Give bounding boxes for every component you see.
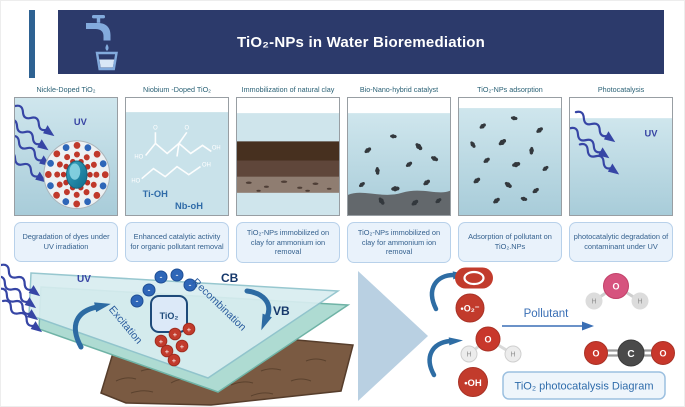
svg-text:O: O (612, 282, 619, 292)
faucet-water-icon (86, 15, 118, 71)
panel-caption: photocatalytic degradation of contaminan… (569, 222, 673, 262)
svg-text:+: + (159, 337, 164, 346)
co2-molecule-icon: O O C (584, 339, 675, 367)
svg-text:O: O (592, 349, 599, 359)
ti-oh-label: Ti-OH (143, 189, 168, 200)
svg-text:+: + (173, 330, 178, 339)
svg-text:•OH: •OH (464, 378, 482, 389)
panel-art-niobium-doped: O O HO OH HO OH Ti-OH Nb-oH (125, 97, 229, 216)
curved-arrow-up-icon (427, 337, 463, 378)
uv-label: UV (645, 128, 659, 139)
svg-text:TiO₂ photocatalysis Diagram: TiO₂ photocatalysis Diagram (515, 381, 654, 393)
svg-text:+: + (172, 356, 177, 365)
svg-text:O: O (659, 349, 666, 359)
page-title: TiO₂-NPs in Water Bioremediation (236, 33, 486, 51)
water-molecule-icon: H H O (585, 273, 649, 310)
svg-text:OH: OH (202, 163, 211, 169)
left-accent-bar (29, 10, 35, 78)
pollutant-label: Pollutant (524, 308, 570, 320)
svg-text:O: O (484, 335, 491, 345)
svg-text:H: H (637, 299, 642, 306)
svg-text:O: O (185, 125, 190, 131)
svg-text:-: - (160, 272, 163, 282)
panel-caption: TiO₂-NPs immobilized on clay for ammoniu… (347, 222, 451, 263)
panel-bio-nano-hybrid: Bio-Nano-hybrid catalyst (347, 85, 451, 263)
clay-layers-icon (237, 141, 339, 193)
svg-text:H: H (466, 352, 471, 359)
svg-text:-: - (136, 296, 139, 306)
svg-text:H: H (510, 352, 515, 359)
panel-title: Niobium -Doped TiO₂ (143, 85, 211, 94)
panel-caption: Enhanced catalytic activity for organic … (125, 222, 229, 262)
panel-tio2-adsorption: TiO₂-NPs adsorption (458, 85, 562, 263)
superoxide-radical-icon: •O₂⁻ (455, 293, 485, 323)
excitation-arrow-icon (73, 302, 111, 350)
panel-art-adsorption (458, 97, 562, 216)
svg-text:-: - (148, 285, 151, 295)
hydroxyl-radical-icon: •OH (458, 367, 488, 397)
holes-icon: + + + + + + (154, 322, 196, 367)
panel-art-photocatalysis: UV (569, 97, 673, 216)
cb-label: CB (221, 271, 239, 285)
svg-text:+: + (180, 342, 185, 351)
doped-nanoparticle-icon (43, 140, 111, 209)
triangle-pointer-icon (358, 271, 428, 401)
panel-caption: TiO₂-NPs immobilized on clay for ammoniu… (236, 222, 340, 263)
method-panels-row: Nickle-Doped TiO₂ UV (14, 85, 673, 263)
panel-title: TiO₂-NPs adsorption (477, 85, 543, 94)
panel-nickel-doped-tio2: Nickle-Doped TiO₂ UV (14, 85, 118, 263)
vb-label: VB (273, 304, 290, 318)
panel-niobium-doped-tio2: Niobium -Doped TiO₂ O O HO (125, 85, 229, 263)
panel-title: Immobilization of natural clay (241, 85, 335, 94)
water-molecule-icon: H H O (460, 326, 522, 363)
panel-art-clay-layers (236, 97, 340, 216)
svg-text:-: - (189, 280, 192, 290)
svg-text:HO: HO (134, 154, 143, 160)
uv-label: UV (74, 117, 88, 128)
svg-text:OH: OH (212, 145, 221, 151)
structure-atom-labels: O O HO OH HO OH (131, 125, 220, 185)
svg-text:C: C (627, 349, 634, 360)
svg-text:O: O (153, 125, 158, 131)
svg-text:TiO₂: TiO₂ (160, 311, 179, 321)
panel-caption: Degradation of dyes under UV irradiation (14, 222, 118, 262)
panel-title: Nickle-Doped TiO₂ (36, 85, 96, 94)
title-banner: TiO₂-NPs in Water Bioremediation (58, 10, 664, 74)
chemical-structure-icon (141, 131, 212, 180)
nb-oh-label: Nb-oH (175, 201, 203, 212)
svg-text:HO: HO (131, 179, 140, 185)
recombination-arrow-icon (244, 288, 272, 331)
svg-text:-: - (176, 270, 179, 280)
oxygen-molecule-icon (455, 267, 493, 289)
sediment-layer-icon (348, 190, 450, 215)
electrons-icon: - - - - - (130, 268, 197, 308)
svg-text:+: + (165, 347, 170, 356)
panel-art-nickel-doped: UV (14, 97, 118, 216)
diagram-caption-box: TiO₂ photocatalysis Diagram (502, 371, 666, 400)
pollutant-arrow-icon (502, 321, 594, 331)
photocatalysis-reaction-diagram: •O₂⁻ Pollutant H H O H H O (358, 267, 675, 401)
panel-art-hybrid-catalyst (347, 97, 451, 216)
panel-title: Bio-Nano-hybrid catalyst (359, 85, 439, 94)
band-excitation-diagram: UV - - - - - TiO₂ + + + + + (1, 263, 354, 406)
panel-photocatalysis: Photocatalysis UV photocatalytic degrada… (569, 85, 673, 263)
panel-natural-clay: Immobilization of natural clay (236, 85, 340, 263)
panel-caption: Adsorption of pollutant on TiO₂.NPs (458, 222, 562, 262)
svg-text:•O₂⁻: •O₂⁻ (461, 304, 480, 314)
svg-text:+: + (187, 325, 192, 334)
panel-title: Photocatalysis (597, 85, 645, 94)
tio2-box: TiO₂ (150, 295, 188, 333)
uv-label: UV (77, 274, 91, 285)
svg-text:H: H (591, 299, 596, 306)
